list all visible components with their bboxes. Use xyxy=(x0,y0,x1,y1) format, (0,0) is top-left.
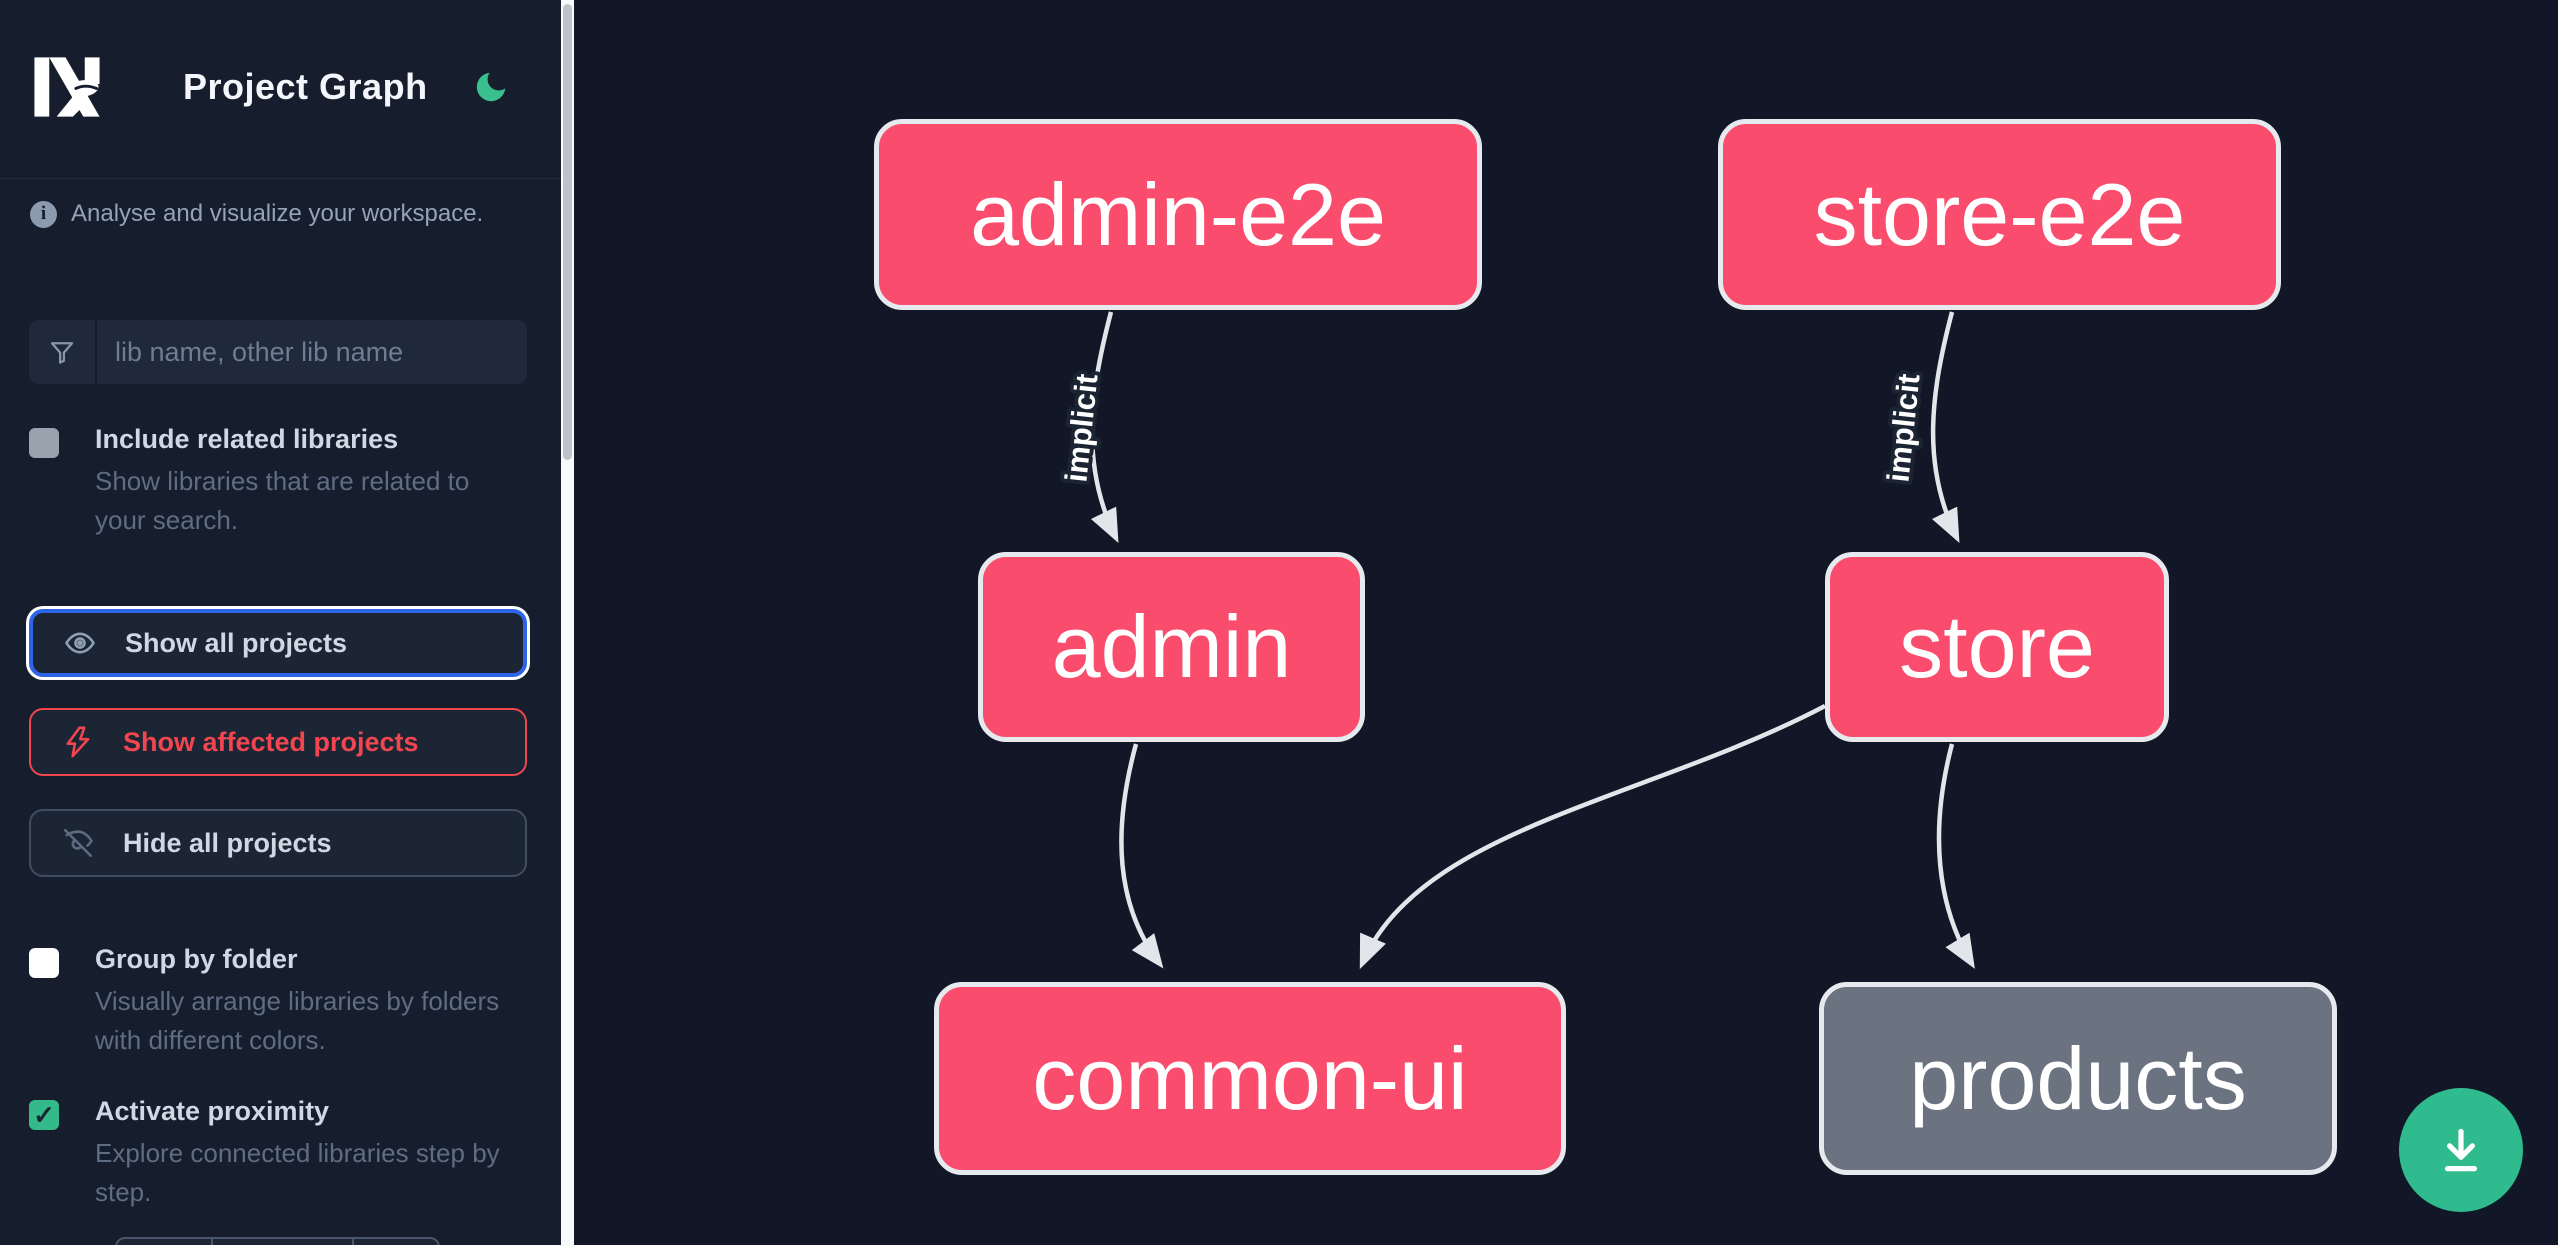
include-related-label: Include related libraries xyxy=(95,424,399,454)
edge-admin-common-ui xyxy=(1119,743,1164,969)
node-label: admin xyxy=(1051,597,1292,696)
project-graph-canvas[interactable]: implicit implicit admin-e2e store-e2e ad… xyxy=(574,0,2558,1245)
show-affected-projects-label: Show affected projects xyxy=(123,726,419,757)
edges-layer: implicit implicit xyxy=(1054,311,1975,970)
edge-label-implicit: implicit xyxy=(1058,372,1104,484)
sidebar-scrollbar[interactable] xyxy=(561,0,574,1245)
activate-proximity-toggle: ✓ Activate proximity Explore connected l… xyxy=(29,1096,529,1226)
info-icon: i xyxy=(30,200,57,228)
sidebar-header: Project Graph xyxy=(0,0,561,179)
edge-store-common-ui xyxy=(1359,704,1827,970)
funnel-icon xyxy=(29,320,97,384)
stepper-divider xyxy=(211,1239,213,1245)
page-title: Project Graph xyxy=(183,66,428,107)
proximity-stepper-partial[interactable] xyxy=(115,1237,440,1245)
edge-store-e2e-store xyxy=(1930,311,1960,544)
node-label: common-ui xyxy=(1032,1028,1468,1128)
include-related-toggle: Include related libraries Show libraries… xyxy=(29,424,529,554)
graph-node-store[interactable]: store xyxy=(1825,552,2169,742)
nx-logo-icon xyxy=(34,57,100,117)
activate-proximity-label: Activate proximity xyxy=(95,1096,330,1126)
node-label: products xyxy=(1909,1028,2247,1128)
edge-label-implicit: implicit xyxy=(1880,372,1926,484)
show-all-projects-button[interactable]: Show all projects xyxy=(29,609,527,677)
node-label: store xyxy=(1899,597,2095,696)
node-label: store-e2e xyxy=(1813,164,2186,264)
hide-all-projects-button[interactable]: Hide all projects xyxy=(29,809,527,877)
workspace-tagline: Analyse and visualize your workspace. xyxy=(71,200,484,227)
graph-node-store-e2e[interactable]: store-e2e xyxy=(1718,119,2281,310)
download-icon xyxy=(2444,1128,2478,1172)
node-label: admin-e2e xyxy=(970,164,1386,264)
stepper-divider xyxy=(352,1239,354,1245)
graph-node-products[interactable]: products xyxy=(1819,982,2337,1175)
hide-all-projects-label: Hide all projects xyxy=(123,827,332,858)
edge-store-products xyxy=(1936,743,1975,969)
workspace-tagline-row: i Analyse and visualize your workspace. xyxy=(30,200,483,228)
dark-mode-toggle-moon-icon[interactable] xyxy=(472,68,510,106)
filter-box xyxy=(29,320,527,384)
group-by-folder-toggle: Group by folder Visually arrange librari… xyxy=(29,944,529,1074)
graph-node-common-ui[interactable]: common-ui xyxy=(934,982,1566,1175)
graph-node-admin[interactable]: admin xyxy=(978,552,1365,742)
group-by-folder-checkbox[interactable] xyxy=(29,948,59,978)
graph-node-admin-e2e[interactable]: admin-e2e xyxy=(874,119,1482,310)
activate-proximity-description: Explore connected libraries step by step… xyxy=(95,1138,500,1207)
filter-input[interactable] xyxy=(97,320,527,384)
include-related-checkbox[interactable] xyxy=(29,428,59,458)
lightning-bolt-icon xyxy=(66,726,90,758)
download-image-button[interactable] xyxy=(2399,1088,2523,1212)
sidebar: Project Graph i Analyse and visualize yo… xyxy=(0,0,561,1245)
group-by-folder-description: Visually arrange libraries by folders wi… xyxy=(95,986,500,1055)
show-affected-projects-button[interactable]: Show affected projects xyxy=(29,708,527,776)
eye-off-icon xyxy=(63,828,93,858)
group-by-folder-label: Group by folder xyxy=(95,944,298,974)
activate-proximity-checkbox[interactable]: ✓ xyxy=(29,1100,59,1130)
include-related-description: Show libraries that are related to your … xyxy=(95,466,470,535)
eye-icon xyxy=(65,632,95,654)
show-all-projects-label: Show all projects xyxy=(125,627,348,658)
scrollbar-thumb[interactable] xyxy=(563,4,572,460)
edge-admin-e2e-admin xyxy=(1089,311,1119,544)
